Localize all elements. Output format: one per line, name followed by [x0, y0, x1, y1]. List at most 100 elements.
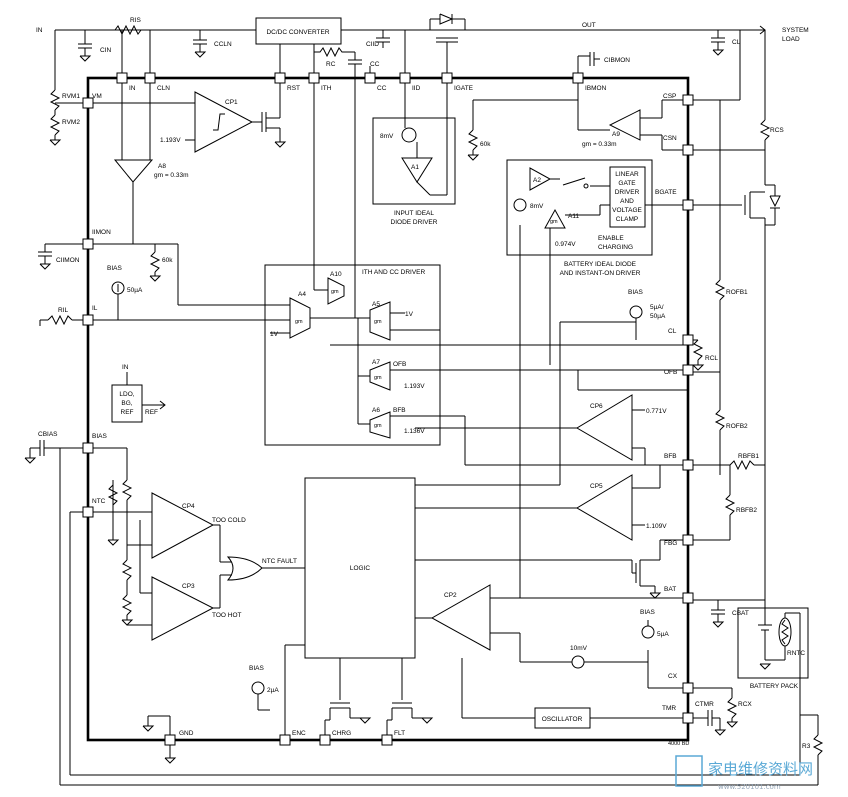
linear-gate-3: DRIVER [615, 189, 640, 196]
watermark-title: 家电维修资料网 [708, 760, 813, 778]
a7-gm: gm [374, 375, 382, 381]
pin-igate: IGATE [454, 85, 474, 92]
a4-gm: gm [295, 319, 303, 325]
too-hot-label: TOO HOT [212, 612, 242, 619]
r3-label: R3 [802, 743, 811, 750]
ris-label: RIS [130, 17, 142, 24]
rbfb1-label: RBFB1 [738, 453, 759, 460]
cp5-label: CP5 [590, 483, 603, 490]
linear-gate-5: VOLTAGE [612, 207, 642, 214]
pin-rst: RST [287, 85, 300, 92]
ntc-fault-label: NTC FAULT [262, 558, 297, 565]
pin-fbg: FBG [664, 540, 677, 547]
pin-cx: CX [668, 673, 678, 680]
a7-ofb: OFB [393, 361, 406, 368]
pin-iimon: IIMON [92, 229, 111, 236]
cp5-vref: 1.109V [646, 523, 667, 530]
rofb1-label: ROFB1 [726, 289, 748, 296]
top-wiring [55, 13, 766, 78]
input-ideal-label-2: DIODE DRIVER [391, 219, 438, 226]
a7-vref: 1.193V [404, 383, 425, 390]
ldo-in-label: IN [122, 364, 129, 371]
cp1-label: CP1 [225, 99, 238, 106]
watermark: 家电维修资料网 www.520101.com [675, 755, 813, 791]
ctmr-label: CTMR [695, 701, 714, 708]
battery-ideal-label-2: AND INSTANT-ON DRIVER [560, 270, 641, 277]
a10-label: A10 [330, 271, 342, 278]
dcdc-label: DC/DC CONVERTER [266, 29, 329, 36]
enable-charging-1: ENABLE [598, 235, 624, 242]
ua5-label: 5µA [657, 631, 669, 638]
pin-bias: BIAS [92, 433, 107, 440]
enable-charging-2: CHARGING [598, 244, 633, 251]
pin-ntc: NTC [92, 498, 106, 505]
bias-cx-label: BIAS [640, 609, 655, 616]
ua5-50-label: 5µA/ [650, 304, 664, 311]
r60k-b-label: 60k [162, 257, 173, 264]
pin-vm: VM [92, 93, 102, 100]
cp6-vref: 0.771V [646, 408, 667, 415]
rcs-label: RCS [770, 127, 784, 134]
linear-gate-4: AND [620, 198, 634, 205]
ciid-label: CIID [366, 41, 379, 48]
pin-csn: CSN [663, 135, 677, 142]
system-load-label-1: SYSTEM [782, 27, 809, 34]
rofb2-label: ROFB2 [726, 423, 748, 430]
too-cold-label: TOO COLD [212, 517, 246, 524]
watermark-url: www.520101.com [718, 783, 781, 791]
rntc-label: RNTC [787, 650, 805, 657]
bias-50ua-label: BIAS [107, 265, 122, 272]
pin-ofb: OFB [664, 369, 677, 376]
pin-cc: CC [377, 85, 387, 92]
pin-iid: IID [412, 85, 421, 92]
a6-gm: gm [374, 423, 382, 429]
rvm1-label: RVM1 [62, 93, 80, 100]
rcl-label: RCL [705, 355, 718, 362]
system-load-label-2: LOAD [782, 36, 800, 43]
a2-label: A2 [533, 177, 541, 184]
rvm2-label: RVM2 [62, 119, 80, 126]
input-ideal-label-1: INPUT IDEAL [394, 210, 434, 217]
pin-cln: CLN [157, 85, 170, 92]
cc-cap-label: CC [370, 61, 380, 68]
ccln-label: CCLN [214, 41, 232, 48]
ldo-label-2: BG, [121, 400, 132, 407]
a8-label: A8 [158, 163, 166, 170]
rbfb2-label: RBFB2 [736, 507, 757, 514]
a1-offset: 8mV [380, 133, 394, 140]
rc-label: RC [326, 61, 336, 68]
rcx-label: RCX [738, 701, 752, 708]
a5-label: A5 [372, 301, 380, 308]
pin-cl: CL [668, 328, 677, 335]
pin-in: IN [129, 85, 136, 92]
battery-pack-label: BATTERY PACK [750, 683, 799, 690]
ith-cc-driver-label: ITH AND CC DRIVER [362, 269, 426, 276]
internal-blocks [88, 78, 688, 764]
a6-vref: 1.136V [404, 428, 425, 435]
pin-ibmon: IBMON [585, 85, 607, 92]
ua50-label: 50µA [127, 287, 143, 294]
a10-gm: gm [331, 289, 339, 295]
in-wire-label: IN [36, 27, 43, 34]
a8-gm: gm = 0.33m [154, 172, 189, 179]
linear-gate-1: LINEAR [615, 171, 639, 178]
a7-label: A7 [372, 359, 380, 366]
a4-vref: 1V [270, 331, 279, 338]
diagram-code: 4000 BD [668, 741, 689, 747]
a4-label: A4 [298, 291, 306, 298]
pin-ith: ITH [321, 85, 332, 92]
pin-enc: ENC [292, 730, 306, 737]
a11-vref: 0.974V [555, 241, 576, 248]
a9-label: A9 [612, 131, 620, 138]
out-label: OUT [582, 22, 596, 29]
cl-cap-label: CL [732, 39, 741, 46]
linear-gate-6: CLAMP [616, 216, 638, 223]
pin-chrg: CHRG [332, 730, 351, 737]
mv10-label: 10mV [570, 645, 588, 652]
cibmon-label: CIBMON [604, 57, 630, 64]
pin-bat: BAT [664, 586, 676, 593]
cp3-label: CP3 [182, 583, 195, 590]
bias-cl-label: BIAS [628, 289, 643, 296]
a5-gm: gm [374, 319, 382, 325]
linear-gate-2: GATE [618, 180, 636, 187]
